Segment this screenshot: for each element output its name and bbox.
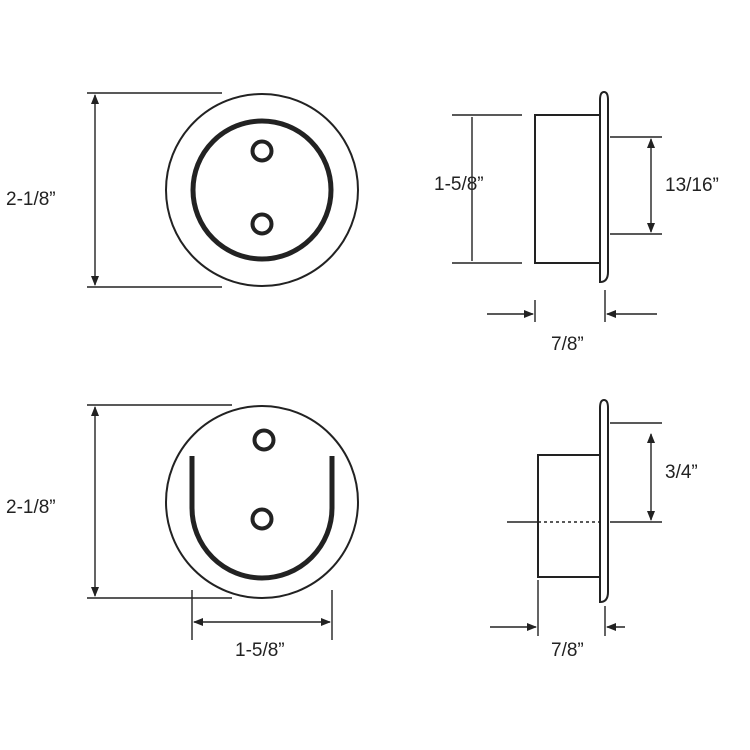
bottom-side-offset-label: 3/4” <box>665 462 698 483</box>
bottom-outer-flange <box>165 405 359 599</box>
bottom-lower-screw-hole <box>250 507 274 531</box>
bottom-side-depth-label: 7/8” <box>551 640 584 661</box>
top-upper-screw-hole <box>250 139 274 163</box>
top-lower-screw-hole <box>250 212 274 236</box>
top-side-depth-label: 7/8” <box>551 334 584 355</box>
top-side-hole-label: 13/16” <box>665 175 719 196</box>
top-side-height-label: 1-5/8” <box>434 174 484 195</box>
bottom-front-view: 2-1/8” 1-5/8” <box>6 404 359 661</box>
top-inner-ring <box>190 118 334 262</box>
top-outer-flange <box>165 93 359 287</box>
bottom-diameter-label: 2-1/8” <box>6 497 56 518</box>
bottom-side-view: 3/4” 7/8” <box>490 398 698 661</box>
top-side-view: 1-5/8” 13/16” 7/8” <box>434 90 719 355</box>
bottom-side-body <box>537 454 601 578</box>
bottom-upper-screw-hole <box>252 428 276 452</box>
bottom-u-slot <box>189 456 335 581</box>
top-side-flange <box>599 90 609 284</box>
top-diameter-label: 2-1/8” <box>6 189 56 210</box>
top-front-view: 2-1/8” <box>6 92 359 288</box>
bottom-side-flange <box>599 398 609 604</box>
top-side-body <box>534 114 601 264</box>
bottom-opening-label: 1-5/8” <box>235 640 285 661</box>
